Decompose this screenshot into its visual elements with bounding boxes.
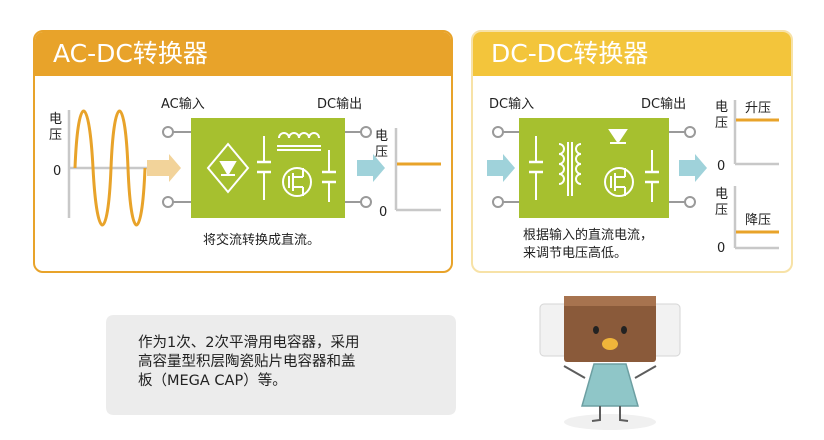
ac-dc-title: AC-DC转换器	[35, 32, 451, 76]
capacitor-icon-3	[529, 136, 543, 200]
capacitor-mascot-icon	[539, 296, 681, 430]
dc-bottom-axis-char2: 压	[715, 203, 728, 218]
mascot-head-top	[564, 296, 656, 306]
diode-icon	[608, 129, 628, 144]
mascot-left-leg	[591, 406, 601, 422]
note-line-1: 作为1次、2次平滑用电容器，采用	[138, 335, 360, 351]
mascot-body	[581, 363, 639, 407]
mascot-left-eye	[593, 326, 599, 334]
ac-output-terminal-top	[360, 126, 372, 138]
capacitor-icon-1	[257, 136, 271, 200]
mascot-head	[564, 296, 656, 362]
dc-output-arrow	[679, 154, 707, 182]
dc-output-terminal-top	[684, 126, 696, 138]
dc-circuit-box	[519, 118, 669, 218]
mascot-right-leg	[619, 406, 629, 422]
ac-dc-panel: AC-DC转换器 电 压 0 AC输入 DC输出	[33, 30, 453, 273]
ac-left-axis-char1: 电	[49, 112, 62, 127]
ac-caption: 将交流转换成直流。	[203, 232, 320, 248]
dc-buck-label: 降压	[745, 213, 771, 228]
note-line-3: 板（MEGA CAP）等。	[138, 373, 287, 389]
ac-input-terminal-top	[162, 126, 174, 138]
ac-input-label: AC输入	[161, 96, 205, 112]
bridge-rectifier-icon	[206, 142, 250, 194]
note-line-2: 高容量型积层陶瓷贴片电容器和盖	[138, 354, 356, 370]
dc-bottom-zero: 0	[717, 241, 725, 256]
dc-boost-label: 升压	[745, 101, 771, 116]
dc-top-axis-char2: 压	[715, 116, 728, 131]
dc-input-arrow	[487, 154, 515, 182]
dc-dc-title: DC-DC转换器	[473, 32, 791, 76]
dc-dc-panel: DC-DC转换器 DC输入 DC输出	[471, 30, 793, 273]
dc-input-terminal-top	[492, 126, 504, 138]
dc-top-zero: 0	[717, 159, 725, 174]
ac-right-axis-char2: 压	[375, 145, 388, 160]
capacitor-icon-2	[322, 150, 336, 202]
mosfet-icon	[282, 167, 312, 197]
speech-bubble	[106, 315, 456, 415]
dc-input-terminal-bottom	[492, 196, 504, 208]
mascot-shadow	[564, 414, 656, 430]
dc-bottom-axis-char1: 电	[715, 187, 728, 202]
ac-left-zero: 0	[53, 164, 61, 179]
ac-sine-wave	[73, 109, 147, 227]
dc-top-axis-char1: 电	[715, 100, 728, 115]
dc-output-label: DC输出	[641, 96, 686, 112]
transformer-icon	[558, 142, 582, 196]
ac-right-axis-char1: 电	[375, 129, 388, 144]
ac-dc-diagram: 电 压 0 AC输入 DC输出	[49, 96, 441, 248]
mascot-left-arm	[563, 365, 586, 379]
mosfet-icon-2	[604, 167, 634, 197]
mascot-right-arm	[634, 365, 657, 379]
coil-icon	[277, 132, 321, 151]
mascot-mouth	[602, 338, 618, 350]
ac-output-terminal-bottom	[360, 196, 372, 208]
mascot-right-eye	[621, 326, 627, 334]
capacitor-icon-4	[645, 150, 659, 202]
dc-dc-diagram: DC输入 DC输出	[487, 96, 779, 261]
dc-output-terminal-bottom	[684, 196, 696, 208]
dc-input-label: DC输入	[489, 96, 534, 112]
ac-output-arrow	[357, 154, 385, 182]
ac-input-terminal-bottom	[162, 196, 174, 208]
dc-caption-line1: 根据输入的直流电流，	[523, 227, 653, 243]
ac-right-zero: 0	[379, 205, 387, 220]
ac-input-arrow	[147, 154, 181, 182]
ac-circuit-box	[191, 118, 345, 218]
ac-output-label: DC输出	[317, 96, 362, 112]
dc-caption-line2: 来调节电压高低。	[523, 245, 627, 261]
note-text: 作为1次、2次平滑用电容器，采用 高容量型积层陶瓷贴片电容器和盖 板（MEGA …	[138, 334, 438, 391]
ac-left-axis-char2: 压	[49, 128, 62, 143]
